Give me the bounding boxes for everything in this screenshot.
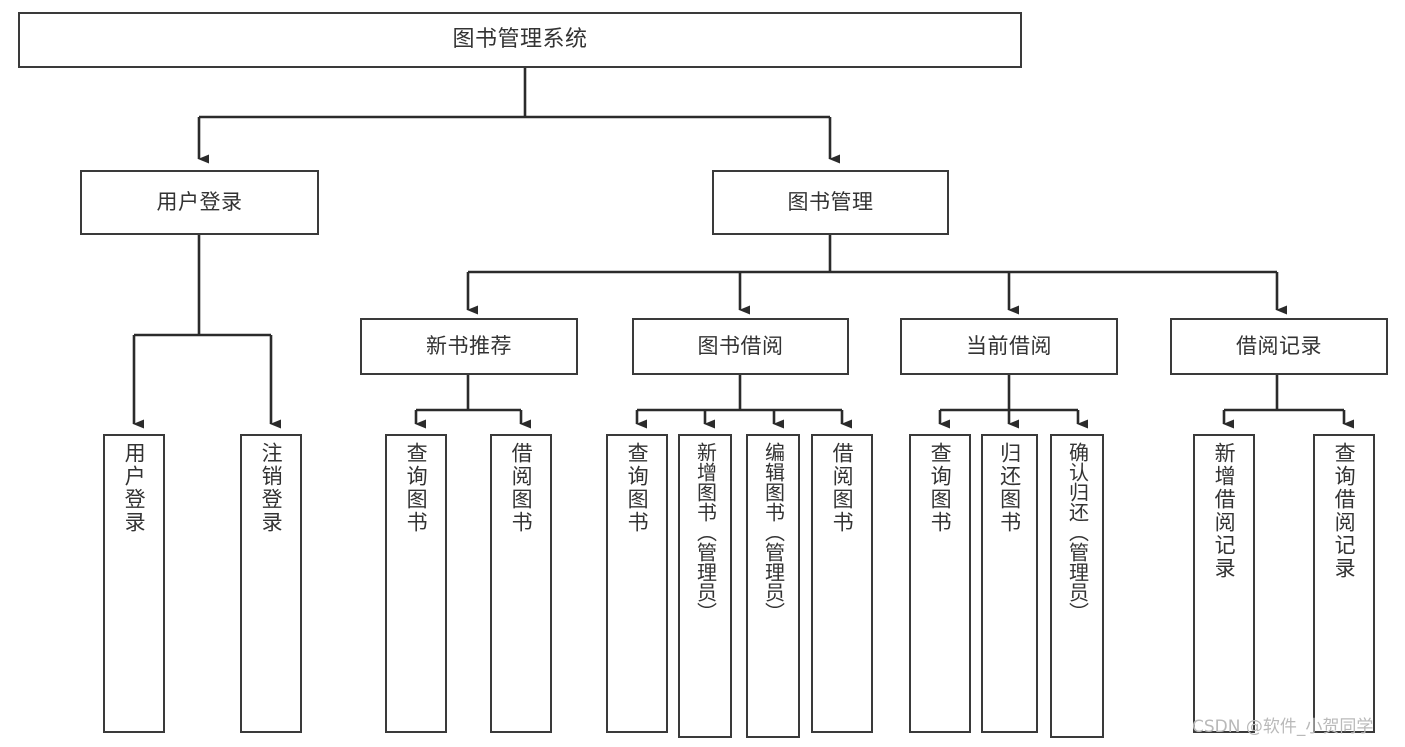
node-label: 新书推荐 bbox=[426, 333, 512, 358]
node-label: 借阅记录 bbox=[1236, 333, 1322, 358]
node-label: 用户登录 bbox=[122, 442, 147, 534]
node-label: 当前借阅 bbox=[966, 333, 1052, 358]
node-label: 编辑图书（管理员） bbox=[761, 442, 786, 622]
leaf-edit-book-admin[interactable]: 编辑图书（管理员） bbox=[746, 434, 800, 738]
node-label: 图书管理 bbox=[787, 189, 874, 214]
leaf-query-book-current[interactable]: 查询图书 bbox=[909, 434, 971, 733]
node-label: 图书管理系统 bbox=[452, 26, 588, 52]
leaf-add-book-admin[interactable]: 新增图书（管理员） bbox=[678, 434, 732, 738]
watermark: CSDN @软件_小贺同学 bbox=[1192, 717, 1374, 737]
node-user-login[interactable]: 用户登录 bbox=[80, 170, 319, 235]
node-book-management[interactable]: 图书管理 bbox=[712, 170, 949, 235]
leaf-return-book[interactable]: 归还图书 bbox=[981, 434, 1038, 733]
node-label: 借阅图书 bbox=[830, 442, 855, 534]
node-label: 借阅图书 bbox=[509, 442, 534, 534]
node-label: 查询图书 bbox=[928, 442, 953, 534]
node-label: 查询借阅记录 bbox=[1332, 442, 1357, 580]
leaf-query-book-recommend[interactable]: 查询图书 bbox=[385, 434, 447, 733]
node-label: 查询图书 bbox=[625, 442, 650, 534]
node-book-borrow[interactable]: 图书借阅 bbox=[632, 318, 849, 375]
leaf-query-book-borrow[interactable]: 查询图书 bbox=[606, 434, 668, 733]
node-label: 新增图书（管理员） bbox=[693, 442, 718, 622]
node-current-borrow[interactable]: 当前借阅 bbox=[900, 318, 1118, 375]
leaf-confirm-return-admin[interactable]: 确认归还（管理员） bbox=[1050, 434, 1104, 738]
node-label: 查询图书 bbox=[404, 442, 429, 534]
node-label: 新增借阅记录 bbox=[1212, 442, 1237, 580]
node-new-book-recommend[interactable]: 新书推荐 bbox=[360, 318, 578, 375]
leaf-borrow-book[interactable]: 借阅图书 bbox=[811, 434, 873, 733]
leaf-user-login[interactable]: 用户登录 bbox=[103, 434, 165, 733]
node-label: 确认归还（管理员） bbox=[1065, 442, 1090, 622]
leaf-add-borrow-record[interactable]: 新增借阅记录 bbox=[1193, 434, 1255, 733]
leaf-borrow-book-recommend[interactable]: 借阅图书 bbox=[490, 434, 552, 733]
leaf-query-borrow-record[interactable]: 查询借阅记录 bbox=[1313, 434, 1375, 733]
node-borrow-record[interactable]: 借阅记录 bbox=[1170, 318, 1388, 375]
node-label: 注销登录 bbox=[259, 442, 284, 534]
node-label: 图书借阅 bbox=[697, 333, 784, 358]
leaf-logout[interactable]: 注销登录 bbox=[240, 434, 302, 733]
node-label: 归还图书 bbox=[997, 442, 1022, 534]
node-root-system[interactable]: 图书管理系统 bbox=[18, 12, 1022, 68]
node-label: 用户登录 bbox=[156, 189, 243, 214]
